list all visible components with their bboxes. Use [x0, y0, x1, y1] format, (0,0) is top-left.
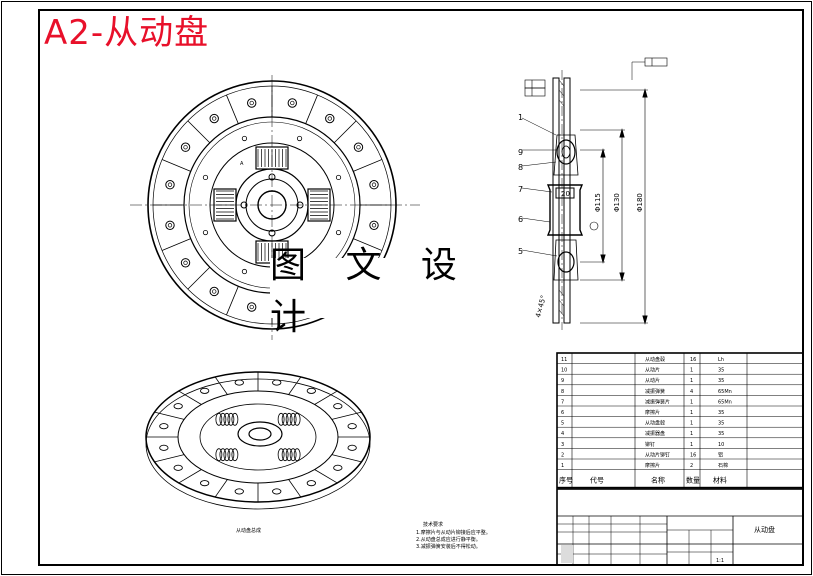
bom-mat: 35 [718, 410, 724, 416]
bom-mat: 石棉 [718, 462, 728, 469]
dim-d180: Φ180 [636, 193, 644, 212]
sheet-inner-border [38, 9, 804, 566]
bom-no: 1 [561, 463, 564, 469]
bom-qty: 1 [690, 368, 693, 374]
bom-mat: 10 [718, 442, 724, 448]
dim-chamfer: 4×45° [534, 294, 548, 318]
bom-qty: 1 [690, 431, 693, 437]
callout-7: 7 [518, 185, 523, 194]
bom-mat: 35 [718, 431, 724, 437]
bom-header-cell: 数量 [686, 476, 700, 485]
sub-view-label: 从动盘总成 [236, 527, 261, 534]
isometric-view-disc: 从动盘总成 [145, 371, 371, 534]
tech-notes-title: 技术要求 [423, 521, 443, 528]
bom-no: 6 [561, 410, 564, 416]
drawing-title: A2-从动盘 [44, 13, 210, 53]
drawing-scale: 1:1 [716, 558, 724, 564]
bom-qty: 16 [690, 357, 696, 363]
iso-springs [215, 412, 301, 462]
bom-name: 减振弹簧 [645, 388, 665, 395]
bom-name: 从动片 [645, 367, 660, 374]
bom-mat: Lh [718, 357, 724, 363]
bom-name: 铆钉 [645, 441, 655, 448]
tech-note-3: 3.减振弹簧安装后不得松动。 [416, 543, 481, 550]
bom-qty: 1 [690, 442, 693, 448]
bom-qty: 2 [690, 463, 693, 469]
bom-no: 4 [561, 431, 564, 437]
bom-name: 摩擦片 [645, 409, 660, 416]
hub-width-label: 20 [561, 190, 570, 198]
bom-qty: 1 [690, 410, 693, 416]
bom-mat: 35 [718, 421, 724, 427]
watermark-text: 图 文 设 计 [270, 245, 471, 338]
title-block: 从动盘 1:1 [556, 488, 804, 566]
bom-no: 8 [561, 389, 564, 395]
watermark-box: 图 文 设 计 [270, 245, 532, 338]
drawing-name: 从动盘 [754, 525, 775, 534]
bom-no: 11 [561, 357, 567, 363]
bom-no: 5 [561, 421, 564, 427]
part-callouts: 1 9 8 7 6 5 4×45° [518, 113, 548, 319]
bom-qty: 16 [690, 452, 696, 458]
bom-qty: 4 [690, 389, 693, 395]
bom-mat: 35 [718, 368, 724, 374]
callout-6: 6 [518, 215, 523, 224]
bom-no: 10 [561, 368, 567, 374]
section-view: 20 Φ115 Φ130 Φ180 [521, 57, 668, 330]
callout-1: 1 [518, 113, 523, 122]
bom-header-cell: 材料 [713, 476, 727, 485]
dim-d115: Φ115 [594, 193, 602, 212]
callout-9: 9 [518, 148, 523, 157]
bom-name: 从动盘毂 [645, 420, 665, 427]
technical-notes: 技术要求 1.摩擦片与从动片铆接后应平整。 2.从动盘总成应进行静平衡。 3.减… [416, 521, 491, 550]
bom-mat: 65Mn [718, 399, 732, 405]
bom-no: 3 [561, 442, 564, 448]
bom-name: 从动片铆钉 [645, 451, 670, 458]
callout-5: 5 [518, 247, 523, 256]
bom-no: 9 [561, 378, 564, 384]
bom-qty: 1 [690, 378, 693, 384]
bom-no: 2 [561, 452, 564, 458]
bom-name: 减振器盘 [645, 430, 665, 437]
bom-no: 7 [561, 399, 564, 405]
bom-header-cell: 名称 [651, 476, 665, 485]
bom-mat: 65Mn [718, 389, 732, 395]
dim-d130: Φ130 [613, 193, 621, 212]
bom-qty: 1 [690, 399, 693, 405]
callout-8: 8 [518, 163, 523, 172]
bom-name: 从动盘毂 [645, 356, 665, 363]
bom-mat: 铝 [718, 451, 723, 458]
bom-header-cell: 序号 [559, 476, 573, 485]
bom-name: 从动片 [645, 377, 660, 384]
bom-name: 摩擦片 [645, 462, 660, 469]
tech-note-2: 2.从动盘总成应进行静平衡。 [416, 536, 481, 543]
tech-note-1: 1.摩擦片与从动片铆接后应平整。 [416, 529, 491, 536]
bom-qty: 1 [690, 421, 693, 427]
bom-name: 减振弹簧片 [645, 398, 670, 405]
svg-text:A: A [240, 161, 244, 167]
bom-header-cell: 代号 [590, 476, 604, 485]
bom-mat: 35 [718, 378, 724, 384]
iso-friction-segments [146, 372, 370, 502]
